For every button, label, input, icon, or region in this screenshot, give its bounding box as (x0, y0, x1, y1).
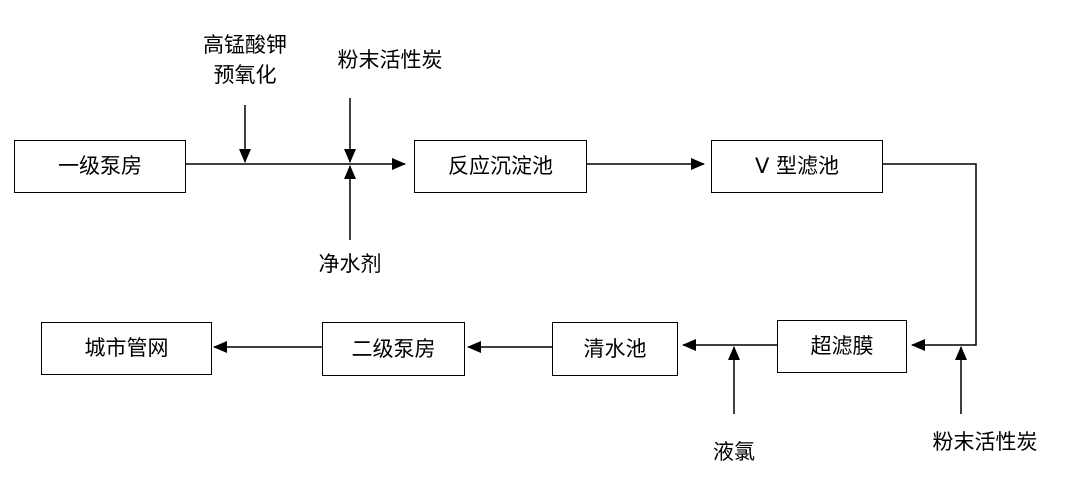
node-ultrafiltration: 超滤膜 (777, 320, 907, 373)
node-city-network: 城市管网 (41, 322, 212, 375)
label-coagulant: 净水剂 (318, 252, 382, 276)
node-v-filter: V 型滤池 (711, 140, 883, 193)
flow-vfilter-to-ultrafiltration (883, 163, 977, 351)
label-pac-top: 粉末活性炭 (337, 48, 443, 72)
label-pac-bottom: 粉末活性炭 (932, 430, 1038, 454)
label-chlorine: 液氯 (713, 440, 755, 464)
node-sedimentation-tank: 反应沉淀池 (414, 140, 587, 193)
node-pump-station-1: 一级泵房 (14, 140, 186, 193)
node-clear-water-tank: 清水池 (552, 322, 678, 376)
label-preoxidation-line2: 预氧化 (213, 63, 277, 87)
node-pump-station-2: 二级泵房 (322, 322, 465, 376)
label-preoxidation-line1: 高锰酸钾 (203, 33, 287, 57)
